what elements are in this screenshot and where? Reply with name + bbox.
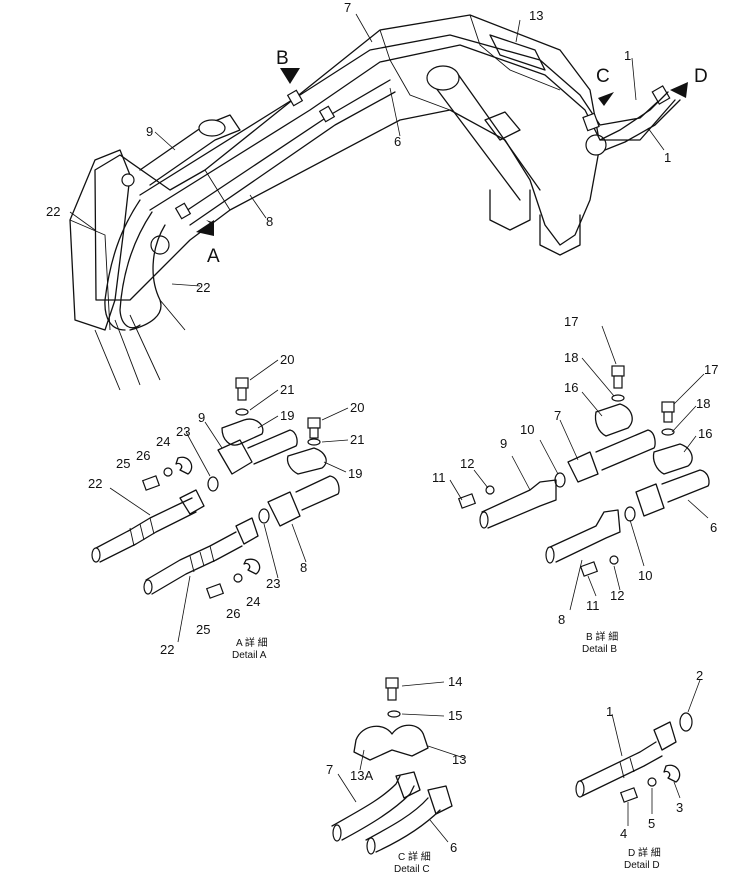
- callout-7: 7: [554, 408, 561, 423]
- callout-10: 10: [638, 568, 652, 583]
- view-arrow-a-head: [196, 220, 214, 236]
- callout-13: 13: [529, 8, 543, 23]
- view-marker-c: C: [596, 66, 610, 87]
- hose-22-upper: [95, 497, 197, 563]
- detail-c-caption: Detail C: [394, 864, 430, 875]
- callout-26: 26: [136, 448, 150, 463]
- clamp-13: [353, 724, 429, 761]
- detail-a-caption: Detail A: [232, 650, 267, 661]
- detail-b-caption: Detail B: [582, 644, 617, 655]
- callout-17: 17: [704, 362, 718, 377]
- pipe-7: [567, 451, 599, 483]
- callout-20: 20: [280, 352, 294, 367]
- callout-1: 1: [664, 150, 671, 165]
- callout-12: 12: [610, 588, 624, 603]
- pipe-6: [365, 797, 441, 853]
- boom-clamp-13: [489, 34, 546, 71]
- callout-14: 14: [448, 674, 462, 689]
- callout-3: 3: [676, 800, 683, 815]
- callout-16: 16: [564, 380, 578, 395]
- callout-21: 21: [350, 432, 364, 447]
- callout-8: 8: [558, 612, 565, 627]
- callout-12: 12: [460, 456, 474, 471]
- callout-24: 24: [156, 434, 170, 449]
- callout-6: 6: [394, 134, 401, 149]
- hose-1: [577, 741, 663, 797]
- callout-16: 16: [698, 426, 712, 441]
- callout-6: 6: [450, 840, 457, 855]
- callout-11: 11: [586, 598, 600, 613]
- boom-foot: [489, 189, 531, 231]
- callout-17: 17: [564, 314, 578, 329]
- callout-26: 26: [226, 606, 240, 621]
- callout-7: 7: [344, 0, 351, 15]
- boom-body: [94, 14, 601, 301]
- callout-2: 2: [696, 668, 703, 683]
- pipe-9: [217, 439, 253, 475]
- view-arrow-d-head: [670, 82, 688, 98]
- detail-c: 14 15 13 13A 7 6 C 詳 細 Detail C: [326, 674, 466, 875]
- main-assembly-view: 7 13 1 1 6 8 9 22 22 B A C D: [46, 0, 708, 391]
- callout-24: 24: [246, 594, 260, 609]
- view-arrow-c-head: [598, 92, 614, 106]
- detail-d-caption-jp: D 詳 細: [628, 846, 661, 859]
- boom-cylinder: [429, 69, 541, 201]
- callout-4: 4: [620, 826, 627, 841]
- callout-25: 25: [116, 456, 130, 471]
- callout-13a: 13A: [350, 768, 373, 783]
- callout-19: 19: [280, 408, 294, 423]
- callout-13: 13: [452, 752, 466, 767]
- callout-1: 1: [624, 48, 631, 63]
- callout-19: 19: [348, 466, 362, 481]
- callout-9: 9: [500, 436, 507, 451]
- callout-18: 18: [564, 350, 578, 365]
- view-arrow-b-head: [280, 68, 300, 84]
- callout-5: 5: [648, 816, 655, 831]
- callout-23: 23: [266, 576, 280, 591]
- callout-15: 15: [448, 708, 462, 723]
- callout-6: 6: [710, 520, 717, 535]
- arm-hose-22: [104, 199, 141, 331]
- detail-c-caption-jp: C 詳 細: [398, 850, 431, 863]
- detail-b: 17 18 16 17 18 16 7 10 9 12 11 6 10 12 1…: [432, 314, 718, 655]
- callout-22: 22: [88, 476, 102, 491]
- view-marker-a: A: [207, 246, 220, 267]
- callout-22: 22: [196, 280, 210, 295]
- view-marker-d: D: [694, 66, 708, 87]
- detail-a: 20 21 19 20 21 19 9 23 24 26 25 22 8 23 …: [88, 352, 364, 661]
- detail-d: 2 1 3 4 5 D 詳 細 Detail D: [575, 668, 703, 871]
- callout-9: 9: [198, 410, 205, 425]
- detail-a-caption-jp: A 詳 細: [236, 636, 268, 649]
- callout-7: 7: [326, 762, 333, 777]
- view-marker-b: B: [276, 48, 289, 69]
- pipe-7: [331, 775, 415, 841]
- callout-1: 1: [606, 704, 613, 719]
- callout-21: 21: [280, 382, 294, 397]
- callout-10: 10: [520, 422, 534, 437]
- pipe-8: [267, 491, 301, 527]
- hydraulic-line-upper: [139, 34, 666, 196]
- callout-8: 8: [266, 214, 273, 229]
- callout-20: 20: [350, 400, 364, 415]
- callout-23: 23: [176, 424, 190, 439]
- pipe-8: [547, 509, 621, 563]
- detail-b-caption-jp: B 詳 細: [586, 630, 618, 643]
- callout-9: 9: [146, 124, 153, 139]
- hose-22-lower: [145, 531, 243, 595]
- callout-25: 25: [196, 622, 210, 637]
- detail-d-caption: Detail D: [624, 860, 660, 871]
- callout-18: 18: [696, 396, 710, 411]
- callout-22: 22: [46, 204, 60, 219]
- callout-22: 22: [160, 642, 174, 657]
- callout-8: 8: [300, 560, 307, 575]
- pipe-6: [635, 483, 665, 517]
- hydraulic-line-lower: [149, 44, 676, 211]
- callout-11: 11: [432, 470, 446, 485]
